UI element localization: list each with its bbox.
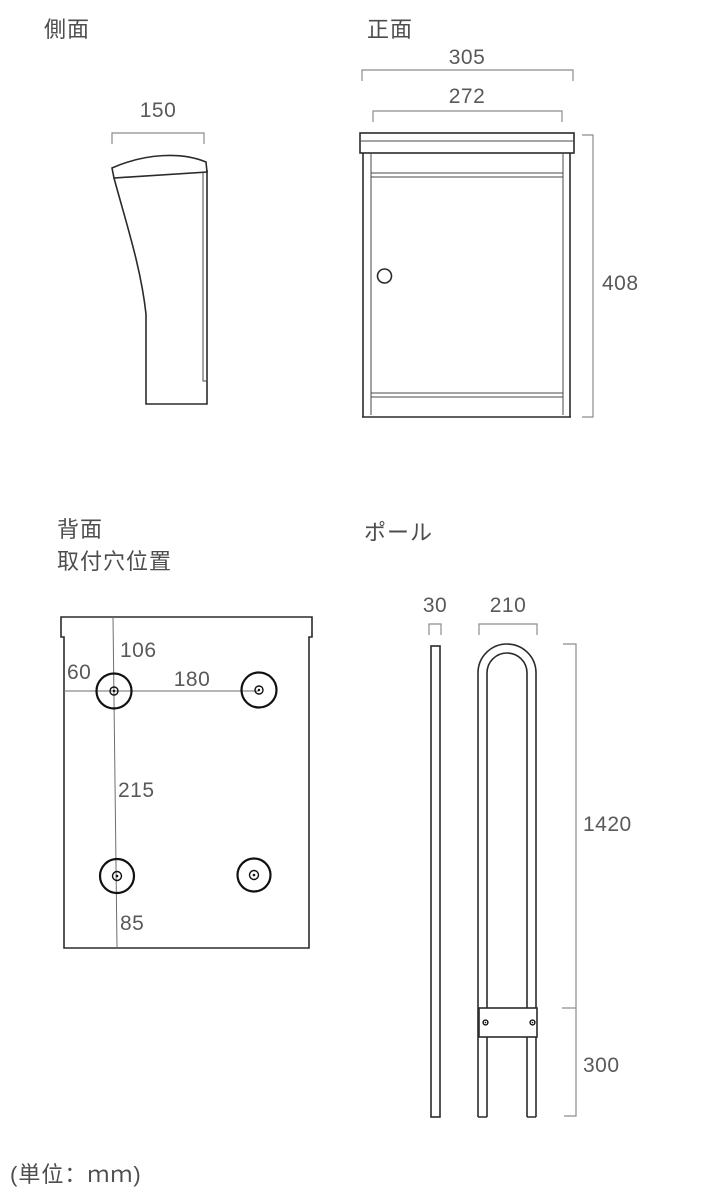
unit-note: (単位：ｍｍ) bbox=[10, 1162, 142, 1187]
back-panel-outline bbox=[60, 616, 313, 949]
dimension-bracket-pole-depth bbox=[428, 623, 442, 635]
pole-view: ポール 30 210 1420 300 bbox=[364, 520, 632, 1118]
mounting-hole-top-right bbox=[240, 671, 278, 709]
dimension-bracket-depth bbox=[111, 132, 205, 144]
mounting-hole-bottom-left bbox=[98, 857, 136, 895]
mailbox-front-door-top-line bbox=[371, 172, 563, 178]
dim-label-hole-pitch-horizontal: 180 bbox=[174, 668, 211, 691]
dim-label-depth: 150 bbox=[140, 99, 177, 122]
pole-front-outer bbox=[477, 643, 537, 1117]
back-view: 背面 取付穴位置 106 60 180 bbox=[57, 517, 313, 949]
mailbox-front-body-outline bbox=[362, 153, 571, 418]
side-view-title: 側面 bbox=[44, 17, 90, 42]
dim-label-hole-pitch-vertical: 215 bbox=[118, 779, 155, 802]
dimension-bracket-pole-heights bbox=[562, 643, 577, 1117]
dim-label-pole-width: 210 bbox=[490, 594, 527, 617]
dim-label-embed-depth: 300 bbox=[583, 1054, 620, 1077]
hole-centerline-vertical bbox=[112, 616, 118, 949]
dim-label-height: 408 bbox=[602, 272, 639, 295]
mailbox-front-side-frames bbox=[370, 153, 564, 415]
back-view-title: 背面 bbox=[57, 517, 103, 542]
dimension-bracket-pole-width bbox=[478, 623, 538, 635]
dim-label-door-width: 272 bbox=[449, 85, 486, 108]
mounting-hole-bottom-right bbox=[236, 857, 272, 893]
mounting-hole-top-left bbox=[95, 672, 133, 710]
pole-side-profile bbox=[430, 645, 441, 1118]
mailbox-side-back-panel-line bbox=[202, 173, 207, 382]
door-knob bbox=[376, 268, 393, 284]
pole-anchor-plate bbox=[478, 1007, 538, 1038]
mailbox-front-door-bottom-line bbox=[371, 392, 563, 398]
dim-label-hole-left-offset: 60 bbox=[67, 661, 91, 684]
mailbox-front-cap bbox=[359, 132, 575, 154]
side-view: 側面 150 bbox=[44, 17, 208, 405]
pole-front-inner bbox=[486, 652, 528, 1117]
dimension-bracket-overall-width bbox=[361, 69, 574, 81]
front-view: 正面 305 272 408 bbox=[359, 17, 639, 418]
dim-label-height-above-ground: 1420 bbox=[583, 813, 632, 836]
dim-label-pole-depth: 30 bbox=[423, 594, 447, 617]
back-view-subtitle: 取付穴位置 bbox=[57, 549, 172, 574]
anchor-plate-screw-right bbox=[529, 1019, 536, 1026]
dim-label-hole-bottom-offset: 85 bbox=[120, 912, 144, 935]
dimension-bracket-door-width bbox=[372, 110, 563, 122]
mailbox-side-cap bbox=[111, 154, 208, 179]
dim-label-overall-width: 305 bbox=[449, 46, 486, 69]
dimension-bracket-height bbox=[582, 134, 594, 418]
pole-view-title: ポール bbox=[364, 520, 433, 545]
anchor-plate-screw-left bbox=[482, 1019, 489, 1026]
dim-label-hole-top-offset: 106 bbox=[120, 639, 157, 662]
front-view-title: 正面 bbox=[367, 17, 413, 42]
mailbox-side-body bbox=[113, 170, 208, 405]
